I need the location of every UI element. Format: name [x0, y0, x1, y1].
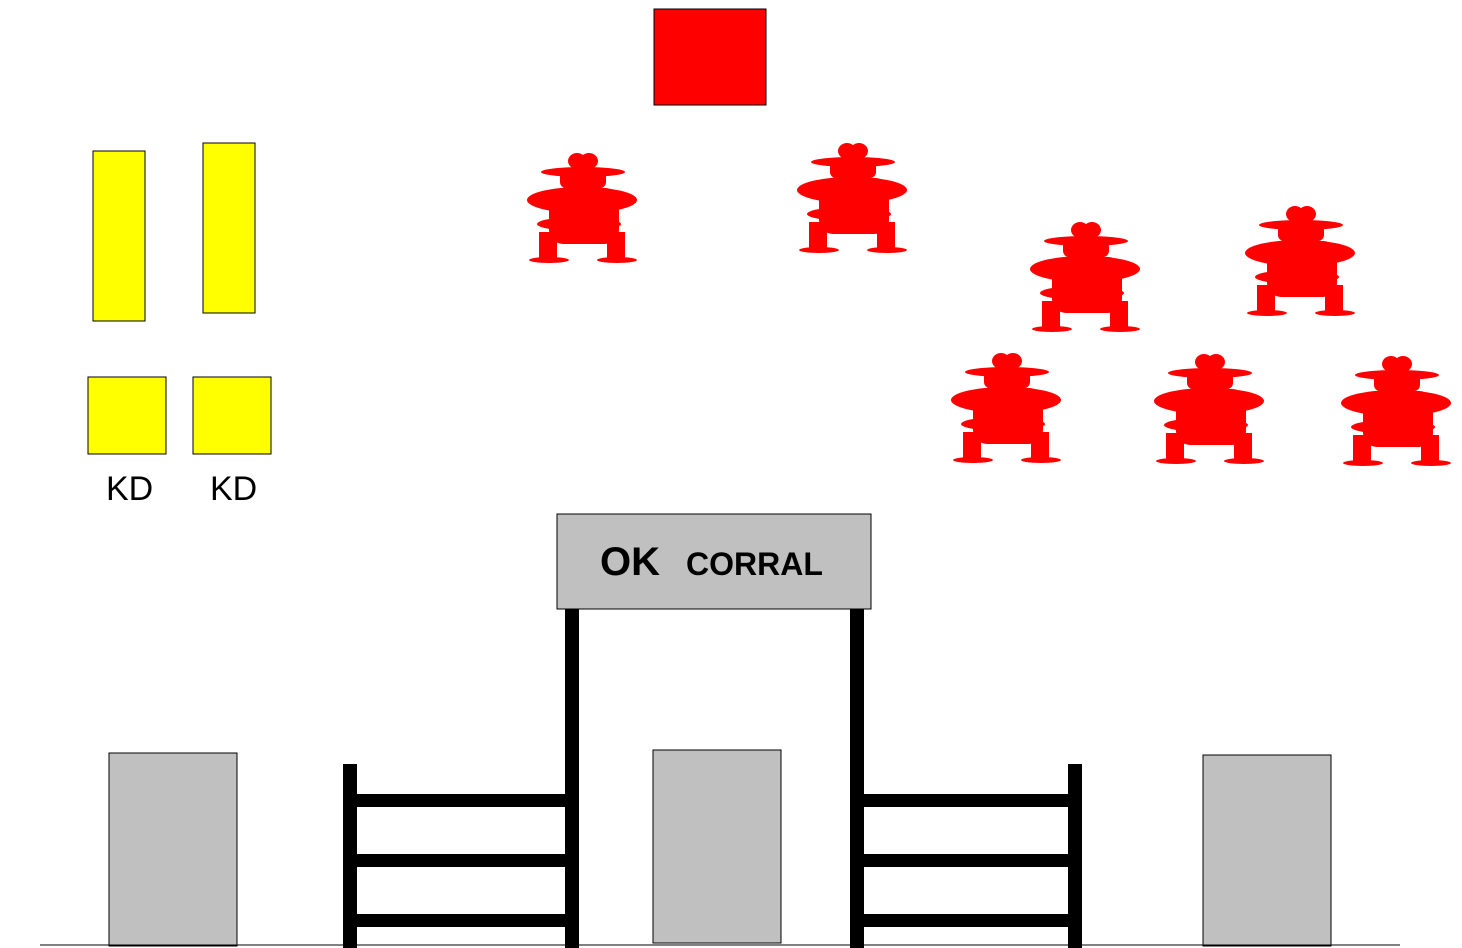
fence-left	[343, 764, 579, 948]
player-tall-block-2	[203, 143, 255, 313]
enemy-cowboy-icon-4[interactable]	[1245, 206, 1355, 316]
cover-block-center	[653, 750, 781, 943]
player-kd-block-2[interactable]	[193, 377, 271, 454]
fence-right	[850, 764, 1082, 948]
enemy-cowboy-icon-7[interactable]	[1341, 356, 1451, 466]
target-square[interactable]	[654, 9, 766, 105]
player-kd-label-2: KD	[210, 470, 257, 508]
player-kd-label-1: KD	[106, 470, 153, 508]
enemy-cowboy-icon-6[interactable]	[1154, 354, 1264, 464]
cover-block-left	[109, 753, 237, 946]
sign-post-left	[565, 608, 579, 948]
enemy-cowboy-icon-1[interactable]	[527, 153, 637, 263]
sign-post-right	[850, 608, 864, 948]
sign-word-corral: CORRAL	[686, 546, 823, 582]
player-tall-block-1	[93, 151, 145, 321]
player-kd-block-1[interactable]	[88, 377, 166, 454]
sign-word-ok: OK	[600, 540, 660, 584]
enemy-cowboy-icon-3[interactable]	[1030, 222, 1140, 332]
enemy-cowboy-icon-2[interactable]	[797, 143, 907, 253]
enemy-cowboy-icon-5[interactable]	[951, 353, 1061, 463]
cover-block-right	[1203, 755, 1331, 946]
